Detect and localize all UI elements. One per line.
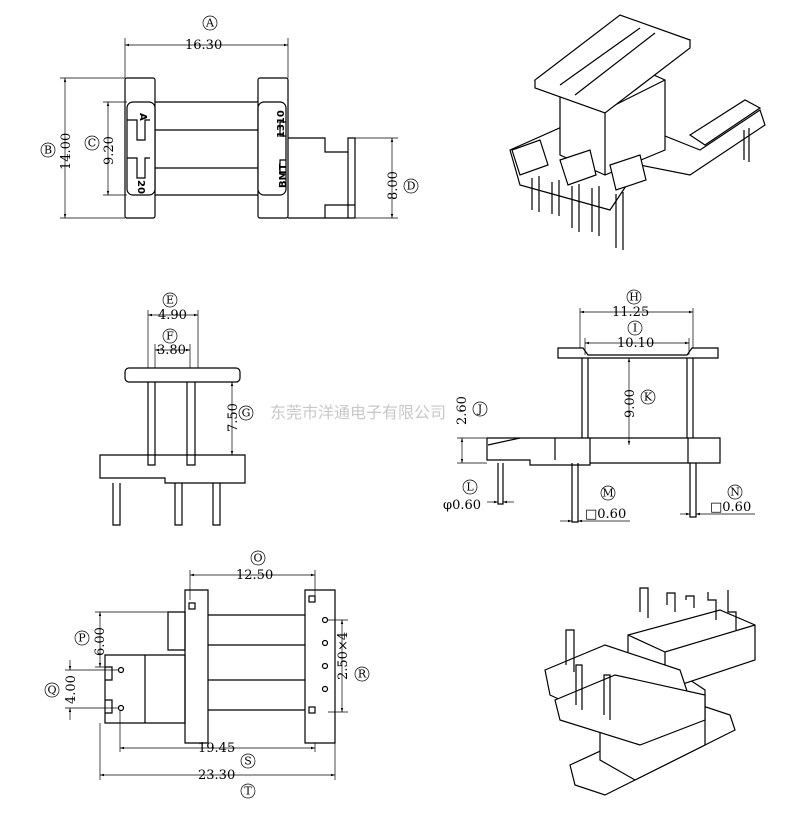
marking-20: 20 bbox=[135, 180, 146, 194]
label-a: A bbox=[205, 17, 215, 30]
bottom-view: 12.50 O 6.00 P 4.00 Q 2.50×4 R 19.45 S 2… bbox=[44, 550, 370, 799]
marking-1310: 1310 bbox=[276, 110, 287, 138]
front-view: 11.25 H 10.10 I 2.60 J 9.00 K φ0.60 L □0… bbox=[443, 289, 755, 523]
label-b: B bbox=[44, 144, 52, 157]
label-p: P bbox=[78, 632, 86, 645]
marking-bmt: BMT bbox=[278, 163, 289, 188]
top-view: A 20 1310 BMT 16.30 A 14.00 B 9.20 C 8.0… bbox=[40, 15, 419, 219]
dim-l-value: φ0.60 bbox=[443, 498, 481, 513]
isometric-view-top bbox=[509, 14, 766, 250]
isometric-view-bottom bbox=[544, 587, 756, 796]
label-i: I bbox=[633, 322, 637, 335]
label-s: S bbox=[244, 755, 252, 768]
label-o: O bbox=[253, 552, 262, 565]
label-d: D bbox=[407, 180, 416, 193]
dim-m-value: □0.60 bbox=[585, 507, 626, 522]
dim-h-value: 11.25 bbox=[612, 305, 649, 320]
dim-i-value: 10.10 bbox=[617, 336, 654, 351]
label-q: Q bbox=[47, 684, 56, 697]
label-l: L bbox=[466, 481, 474, 494]
dim-g-value: 7.50 bbox=[226, 403, 241, 432]
dim-d-value: 8.00 bbox=[386, 171, 401, 200]
dim-o-value: 12.50 bbox=[236, 568, 273, 583]
dim-j-value: 2.60 bbox=[455, 396, 470, 425]
label-f: F bbox=[166, 330, 174, 343]
marking-a: A bbox=[137, 113, 148, 121]
dim-r-value: 2.50×4 bbox=[336, 632, 351, 680]
dim-a-value: 16.30 bbox=[185, 38, 222, 53]
dim-e-value: 4.90 bbox=[158, 308, 187, 323]
dim-q-value: 4.00 bbox=[64, 675, 79, 704]
label-n: N bbox=[730, 486, 740, 499]
label-j: J bbox=[477, 403, 482, 416]
label-g: G bbox=[242, 407, 251, 420]
label-e: E bbox=[166, 294, 174, 307]
label-k: K bbox=[644, 391, 653, 404]
dim-p-value: 6.00 bbox=[93, 627, 108, 656]
label-c: C bbox=[88, 137, 96, 150]
dim-c-value: 9.20 bbox=[102, 136, 117, 165]
dim-n-value: □0.60 bbox=[710, 500, 751, 515]
dim-k-value: 9.00 bbox=[623, 389, 638, 418]
side-view: 4.90 E 3.80 F 7.50 G bbox=[99, 292, 254, 526]
label-r: R bbox=[358, 668, 367, 681]
label-h: H bbox=[629, 291, 639, 304]
label-m: M bbox=[602, 487, 613, 500]
label-t: T bbox=[244, 785, 252, 798]
watermark: 东莞市洋通电子有限公司 bbox=[270, 403, 446, 422]
dim-t-value: 23.30 bbox=[198, 768, 235, 783]
dim-s-value: 19.45 bbox=[198, 741, 235, 756]
dim-f-value: 3.80 bbox=[157, 343, 186, 358]
dim-b-value: 14.00 bbox=[59, 133, 74, 170]
